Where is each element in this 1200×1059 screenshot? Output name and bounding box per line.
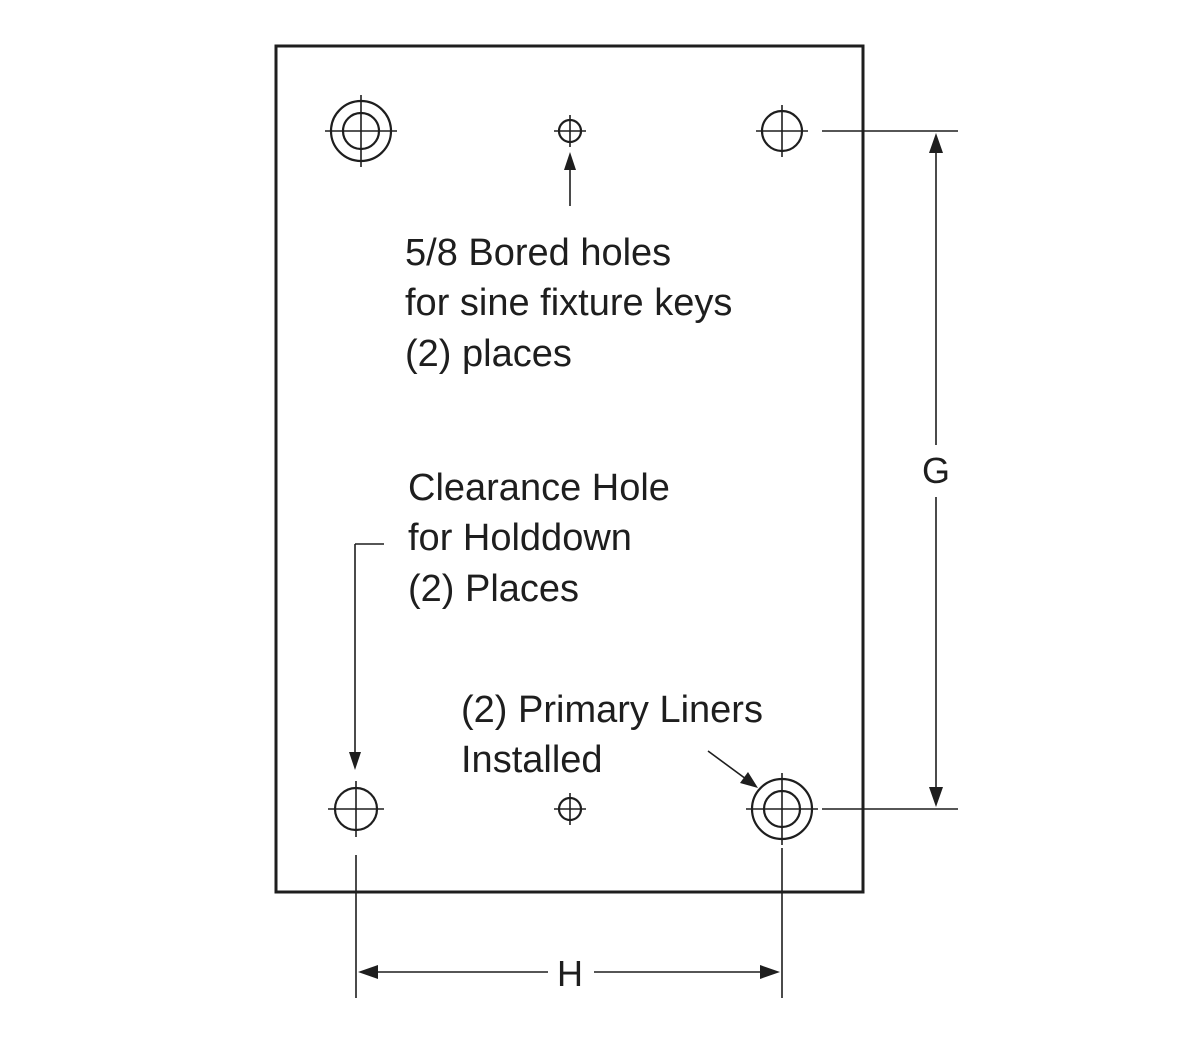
plate-outline: [274, 44, 865, 894]
bored-hole-bottom: [554, 793, 586, 825]
dimension-g: G: [822, 130, 958, 810]
hole-bottom-right-liner: [746, 773, 818, 845]
bored-holes-leader-arrow: [564, 152, 576, 206]
clearance-hole-leader-arrow: [349, 543, 384, 770]
callout-clearance-hole: Clearance Hole for Holddown (2) Places: [408, 467, 680, 610]
clearance-hole-top-right: [756, 105, 808, 157]
callout-primary-liners-line-1: (2) Primary Liners: [461, 689, 763, 731]
callout-primary-liners: (2) Primary Liners Installed: [461, 689, 774, 781]
dimension-g-label: G: [922, 450, 950, 491]
callout-clearance-hole-line-3: (2) Places: [408, 568, 579, 610]
callout-clearance-hole-line-2: for Holddown: [408, 517, 632, 559]
callout-bored-holes-line-2: for sine fixture keys: [405, 282, 732, 324]
callout-bored-holes-line-3: (2) places: [405, 333, 572, 375]
callout-bored-holes: 5/8 Bored holes for sine fixture keys (2…: [405, 232, 743, 375]
clearance-hole-bottom-left: [328, 781, 384, 837]
callout-bored-holes-line-1: 5/8 Bored holes: [405, 232, 671, 274]
hole-top-left-liner: [325, 95, 397, 167]
dimension-h-label: H: [557, 953, 583, 994]
callout-primary-liners-line-2: Installed: [461, 739, 603, 781]
callout-clearance-hole-line-1: Clearance Hole: [408, 467, 670, 509]
dimension-h: H: [355, 848, 783, 998]
bored-hole-top: [554, 115, 586, 147]
primary-liners-leader-arrow: [707, 750, 758, 788]
